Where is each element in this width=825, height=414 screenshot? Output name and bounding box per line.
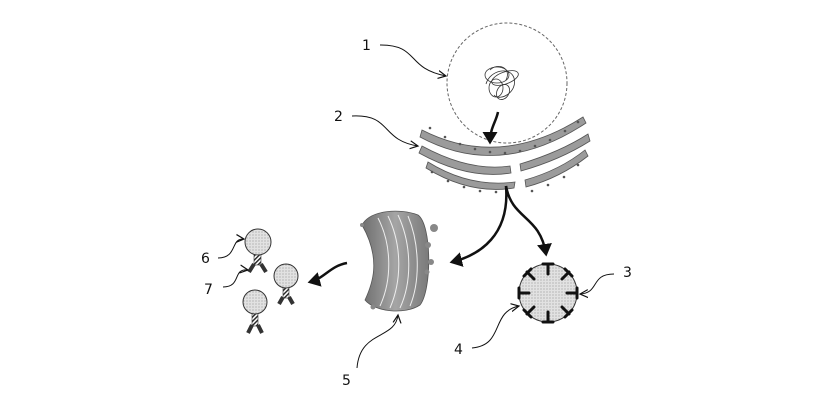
rough-endoplasmic-reticulum — [418, 116, 591, 194]
golgi-apparatus — [360, 210, 438, 312]
label-2: 2 — [334, 109, 343, 125]
label-3: 3 — [623, 265, 632, 281]
label-5: 5 — [342, 373, 351, 389]
label-4: 4 — [454, 342, 463, 358]
arrow-golgi-to-particles — [307, 261, 348, 287]
arrow-nucleus-to-er — [482, 111, 500, 145]
nucleus — [446, 22, 568, 144]
arrow-er-to-vesicle — [504, 185, 552, 257]
particle-1 — [244, 228, 272, 274]
dna-tangle-icon — [484, 66, 519, 100]
membrane-protein-icons — [517, 262, 579, 324]
leader-lines — [217, 44, 615, 369]
label-1: 1 — [362, 38, 371, 54]
particle-2 — [273, 263, 299, 305]
label-6: 6 — [201, 251, 210, 267]
arrow-er-to-golgi — [449, 185, 508, 267]
particle-3 — [242, 289, 268, 334]
secreted-particles — [242, 228, 299, 334]
flow-arrows — [307, 111, 552, 287]
vesicle — [517, 262, 579, 324]
label-7: 7 — [204, 282, 213, 298]
